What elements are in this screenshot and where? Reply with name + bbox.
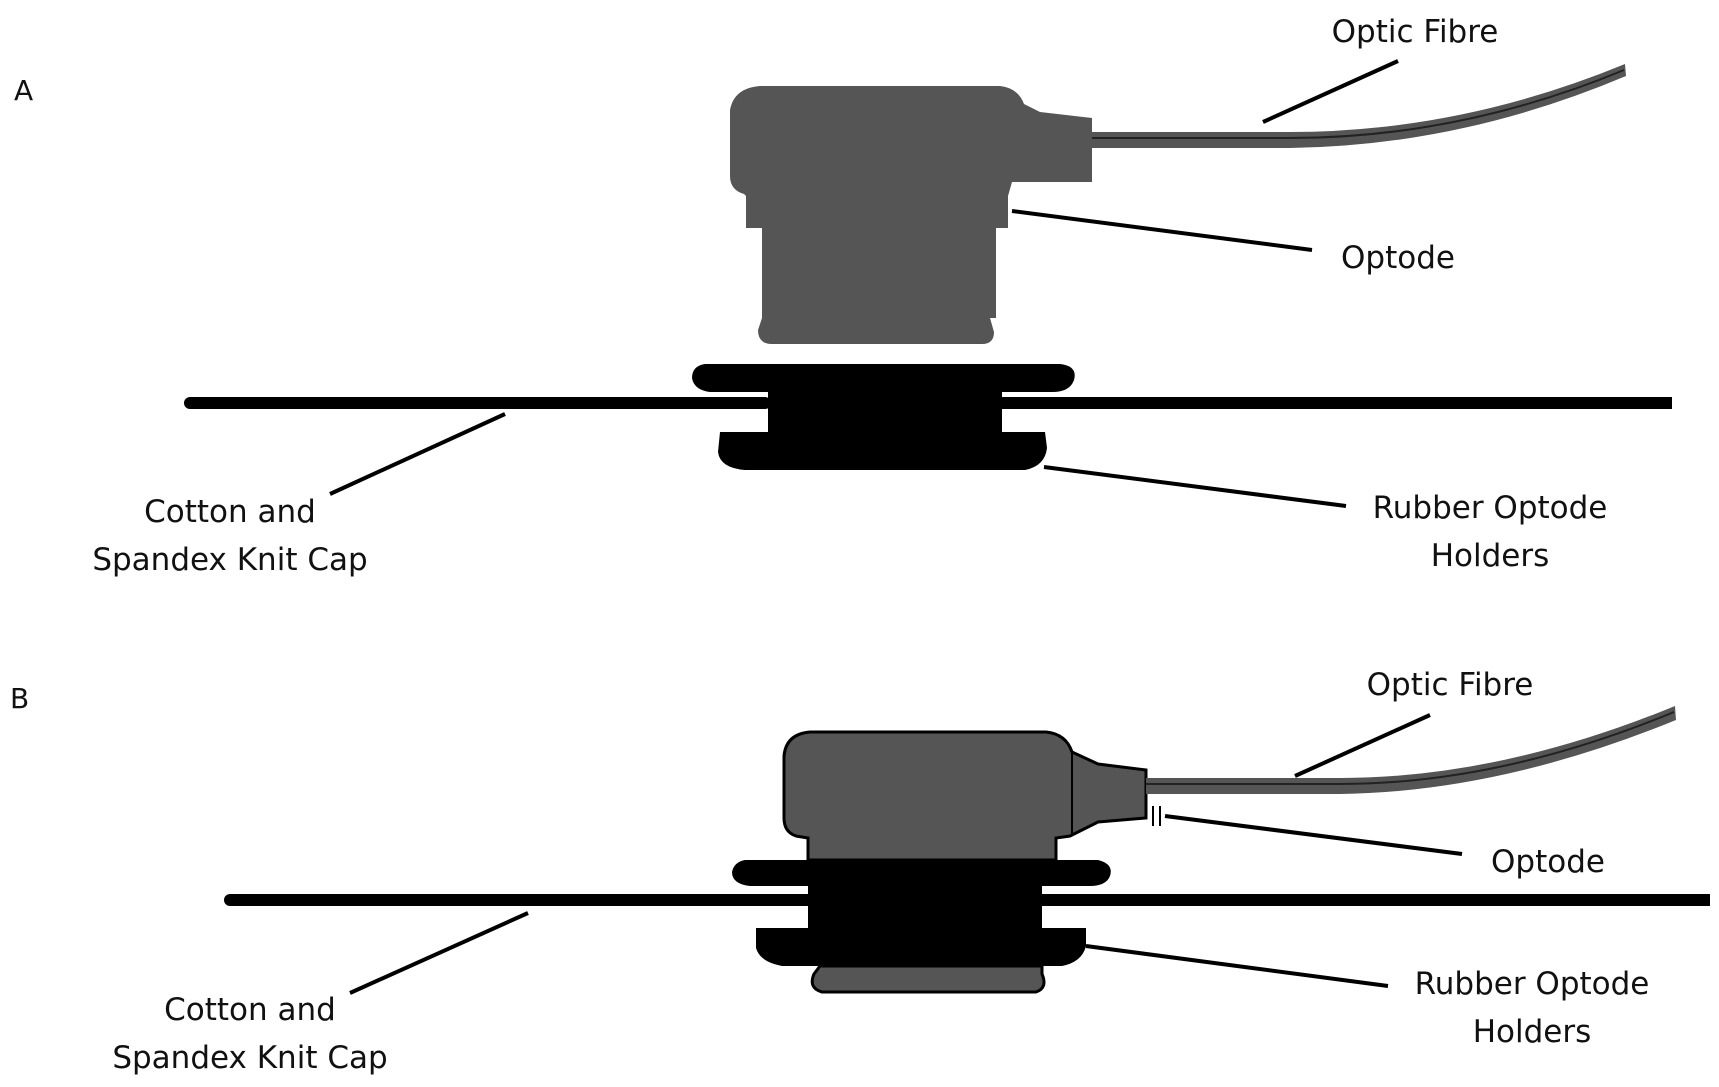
panel-b-label-rubber-holders-2: Holders <box>1473 1014 1592 1050</box>
panel-b-tick-marks <box>1152 806 1161 826</box>
panel-a: A Optic Fibr <box>14 14 1672 578</box>
panel-a-optic-fibre <box>1092 64 1626 148</box>
panel-a-leader-rubber-holders <box>1043 465 1347 508</box>
panel-a-optode <box>730 86 1092 344</box>
panel-a-leader-cap <box>329 412 506 496</box>
panel-b-optode-tip <box>810 964 1046 994</box>
panel-b-label-cap-1: Cotton and <box>164 992 336 1028</box>
panel-b-leader-cap <box>349 911 529 995</box>
panel-a-label-rubber-holders-2: Holders <box>1431 538 1550 574</box>
panel-b-optode <box>782 730 1148 862</box>
panel-a-leader-lines <box>329 59 1399 508</box>
panel-b-leader-optic-fibre <box>1294 713 1431 778</box>
panel-b-label-cap-2: Spandex Knit Cap <box>112 1040 387 1076</box>
panel-b-leader-lines <box>349 713 1463 995</box>
panel-a-label-optic-fibre: Optic Fibre <box>1332 14 1499 50</box>
panel-a-label-cap-2: Spandex Knit Cap <box>92 542 367 578</box>
panel-a-rubber-holder <box>692 364 1075 470</box>
panel-b-label-optic-fibre: Optic Fibre <box>1367 667 1534 703</box>
panel-b-letter: B <box>10 682 29 715</box>
panel-a-label-rubber-holders-1: Rubber Optode <box>1373 490 1608 526</box>
panel-a-leader-optode <box>1011 209 1313 252</box>
panel-b-label-optode: Optode <box>1491 844 1605 880</box>
panel-b-label-rubber-holders-1: Rubber Optode <box>1415 966 1650 1002</box>
panel-b: B <box>10 667 1710 1076</box>
panel-a-leader-optic-fibre <box>1262 59 1399 124</box>
panel-b-leader-optode <box>1164 814 1463 856</box>
panel-b-optic-fibre <box>1146 706 1676 794</box>
panel-b-leader-rubber-holders <box>1085 944 1389 988</box>
panel-a-letter: A <box>14 74 33 107</box>
panel-a-label-cap-1: Cotton and <box>144 494 316 530</box>
panel-b-rubber-holder <box>732 860 1111 966</box>
panel-a-label-optode: Optode <box>1341 240 1455 276</box>
